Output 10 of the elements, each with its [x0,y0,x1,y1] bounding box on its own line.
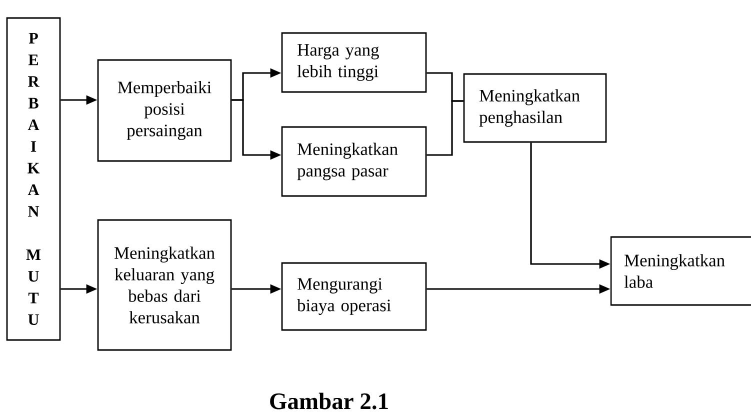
process-box: Meningkatkan keluaran yang bebas dari kerusakan [97,219,232,351]
connector-line [426,100,464,156]
vertical-label-box: PERBAIKAN MUTU [6,17,61,341]
process-box: Meningkatkan penghasilan [463,73,607,143]
process-box: Memperbaiki posisi persaingan [97,59,232,162]
process-box: Meningkatkan laba [610,236,751,306]
process-box: Meningkatkan pangsa pasar [281,126,427,197]
caption: Gambar 2.1 [270,392,388,410]
process-box: Mengurangi biaya operasi [281,262,427,331]
process-box: Harga yang lebih tinggi [281,32,427,93]
